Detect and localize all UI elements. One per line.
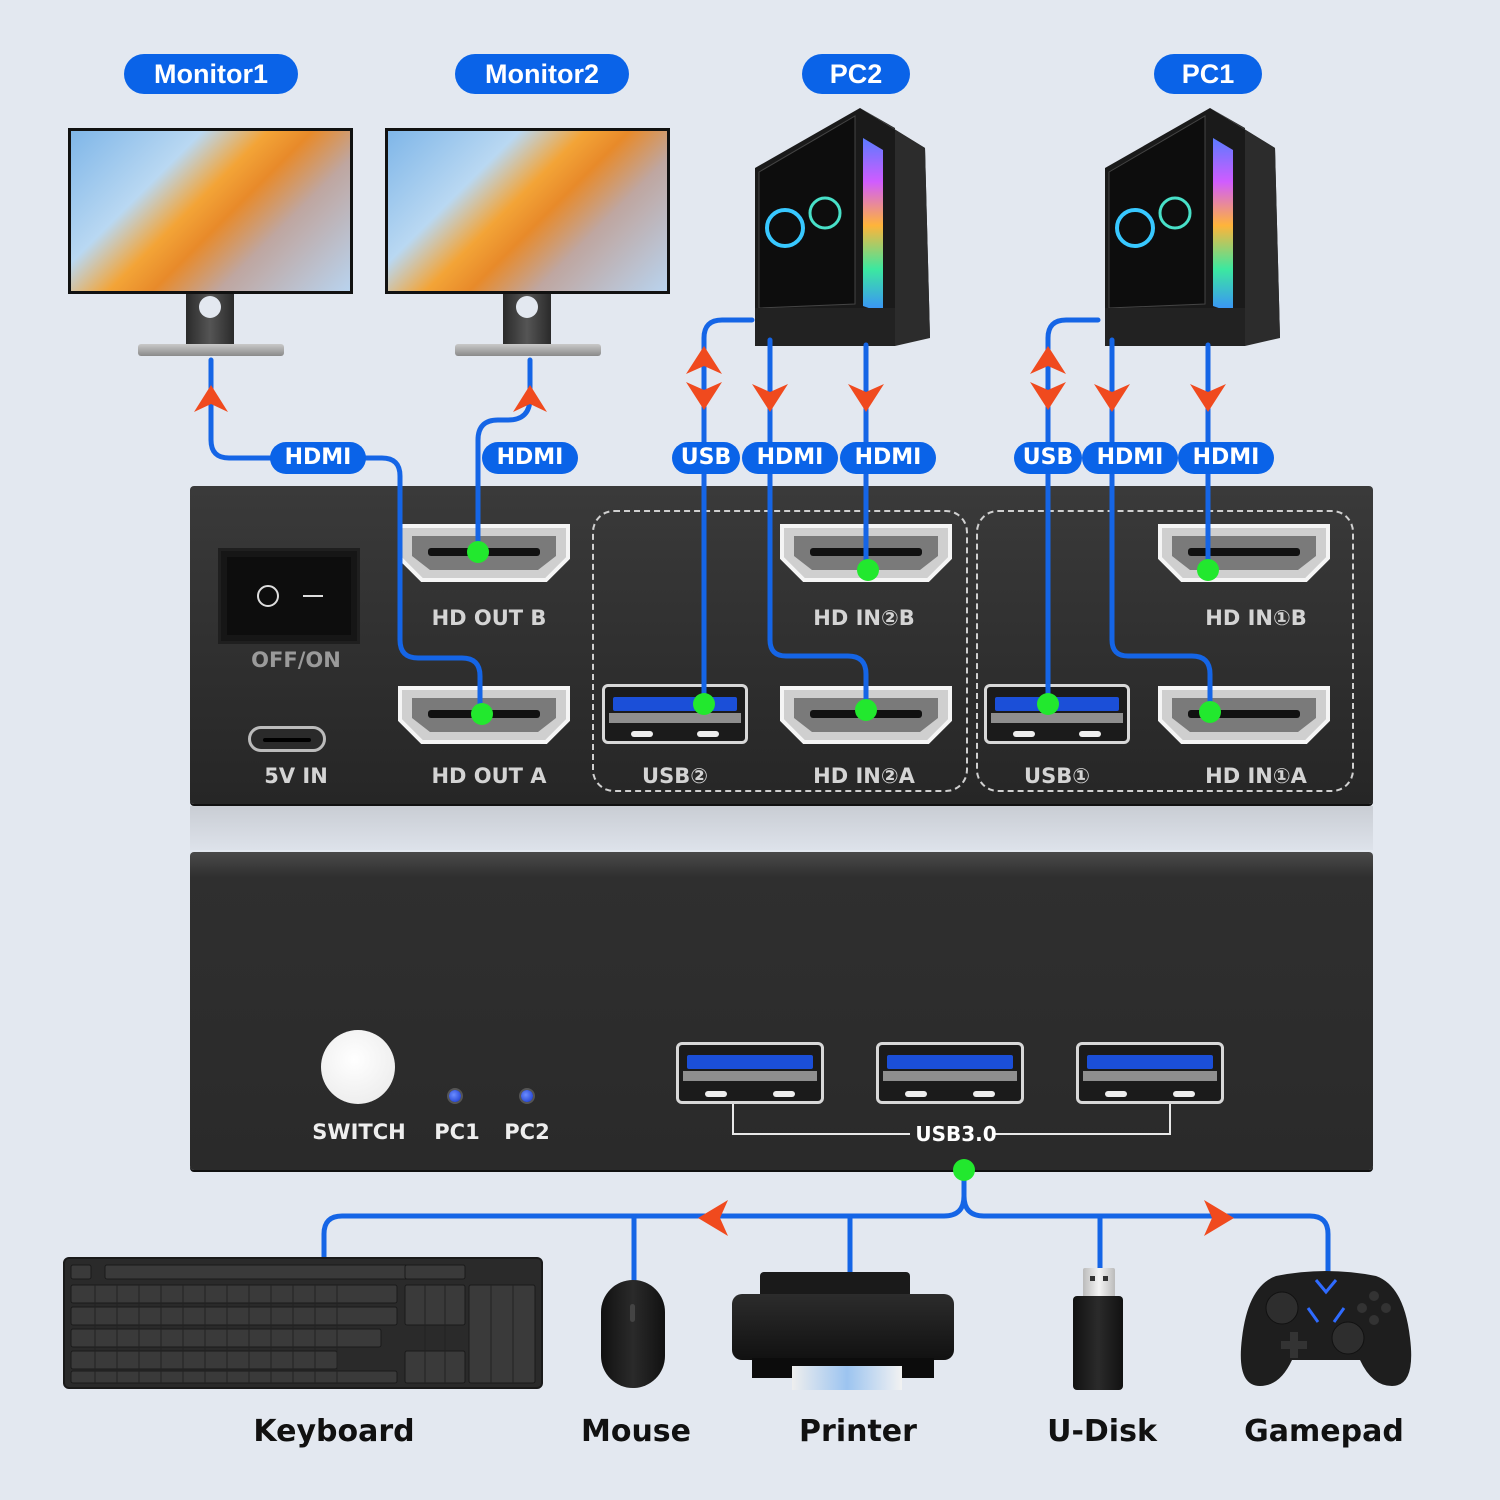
pc1-usb-pill: USB — [1014, 442, 1082, 474]
usb1-label: USB① — [1024, 764, 1090, 788]
printer-icon — [732, 1272, 954, 1390]
cable-bus-right — [961, 1193, 1331, 1275]
hd-in1-a-label: HD IN①A — [1205, 764, 1307, 788]
arrow-down-pc2-usb — [686, 382, 722, 410]
arrow-down-pc1-hdmi-b — [1190, 384, 1226, 412]
gamepad-icon — [1240, 1271, 1412, 1386]
connection-dot-usb2 — [693, 693, 715, 715]
kvm-front-panel — [190, 852, 1373, 1170]
monitor2-icon — [385, 128, 670, 358]
switch-label: SWITCH — [312, 1120, 406, 1144]
udisk-icon — [1072, 1268, 1126, 1392]
pc1-label: PC1 — [1154, 54, 1262, 94]
usb3-bracket — [732, 1104, 1171, 1135]
power-switch[interactable] — [218, 548, 360, 644]
arrow-up-pc1-usb — [1030, 346, 1066, 374]
arrow-down-pc2-hdmi-a — [752, 384, 788, 412]
pc2-usb-pill: USB — [672, 442, 740, 474]
arrow-down-pc1-usb — [1030, 382, 1066, 410]
front-usb-port-2[interactable] — [876, 1042, 1024, 1104]
usb1-port[interactable] — [984, 684, 1130, 744]
hd-in1-a-port[interactable] — [1156, 684, 1332, 746]
arrow-up-monitor1 — [194, 385, 228, 412]
peripheral-label-printer: Printer — [799, 1414, 917, 1449]
connection-dot-usb3 — [953, 1159, 975, 1181]
hd-in2-a-label: HD IN②A — [813, 764, 915, 788]
monitor1-hdmi-pill: HDMI — [270, 442, 366, 474]
peripheral-label-mouse: Mouse — [580, 1414, 692, 1449]
pc2-tower-icon — [755, 108, 930, 346]
pc1-tower-icon — [1105, 108, 1280, 346]
pc2-hdmi-b-pill: HDMI — [840, 442, 936, 474]
hd-out-a-label: HD OUT A — [431, 764, 547, 788]
power-in-label: 5V IN — [264, 764, 328, 788]
arrow-right-bus — [1204, 1200, 1234, 1236]
mouse-icon — [601, 1280, 665, 1388]
arrow-down-pc2-hdmi-b — [848, 384, 884, 412]
power-switch-label: OFF/ON — [251, 648, 341, 672]
arrow-up-pc2-usb — [686, 346, 722, 374]
connection-dot-hd-in2-a — [855, 699, 877, 721]
hd-in1-b-port[interactable] — [1156, 522, 1332, 584]
pc2-label: PC2 — [802, 54, 910, 94]
hd-in1-b-label: HD IN①B — [1205, 606, 1307, 630]
pc1-hdmi-b-pill: HDMI — [1178, 442, 1274, 474]
on-symbol-icon — [303, 595, 323, 597]
connection-dot-hd-in1-a — [1199, 701, 1221, 723]
connection-dot-hd-in2-b — [857, 559, 879, 581]
hd-out-b-label: HD OUT B — [431, 606, 547, 630]
connection-dot-usb1 — [1037, 693, 1059, 715]
usb-c-power-port[interactable] — [248, 726, 326, 752]
monitor1-icon — [68, 128, 353, 358]
front-usb-port-3[interactable] — [1076, 1042, 1224, 1104]
monitor2-label: Monitor2 — [455, 54, 629, 94]
peripheral-label-gamepad: Gamepad — [1244, 1414, 1404, 1449]
pc2-hdmi-a-pill: HDMI — [742, 442, 838, 474]
arrow-down-pc1-hdmi-a — [1094, 384, 1130, 412]
arrow-left-bus — [698, 1200, 728, 1236]
monitor1-label: Monitor1 — [124, 54, 298, 94]
arrow-up-monitor2 — [513, 385, 547, 412]
switch-button[interactable] — [321, 1030, 395, 1104]
pc1-hdmi-a-pill: HDMI — [1082, 442, 1178, 474]
cable-bus-left — [321, 1169, 967, 1261]
connection-dot-hd-in1-b — [1197, 559, 1219, 581]
usb3-label: USB3.0 — [915, 1122, 997, 1146]
panel-reflection — [190, 806, 1373, 850]
monitor2-hdmi-pill: HDMI — [482, 442, 578, 474]
off-symbol-icon — [257, 585, 279, 607]
led-pc2-label: PC2 — [504, 1120, 550, 1144]
connection-dot-hd-out-b — [467, 541, 489, 563]
usb2-port[interactable] — [602, 684, 748, 744]
hd-in2-b-label: HD IN②B — [813, 606, 915, 630]
peripheral-label-keyboard: Keyboard — [253, 1414, 415, 1449]
keyboard-icon — [63, 1257, 543, 1389]
peripheral-label-udisk: U-Disk — [1047, 1414, 1157, 1449]
pc1-led-indicator — [449, 1090, 461, 1102]
connection-dot-hd-out-a — [471, 703, 493, 725]
front-usb-port-1[interactable] — [676, 1042, 824, 1104]
pc2-led-indicator — [521, 1090, 533, 1102]
led-pc1-label: PC1 — [434, 1120, 480, 1144]
usb2-label: USB② — [642, 764, 708, 788]
